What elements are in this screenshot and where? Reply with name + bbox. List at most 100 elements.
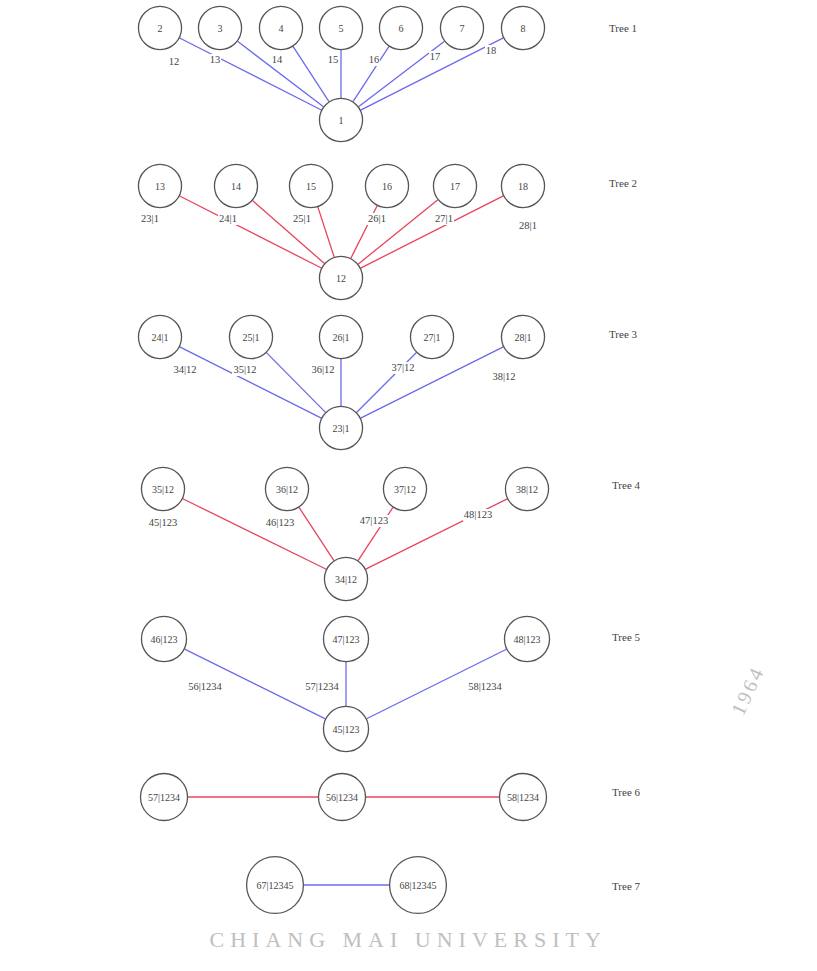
edge-label: 36|12 bbox=[310, 364, 335, 376]
vine-node: 6 bbox=[379, 6, 423, 50]
vine-node: 7 bbox=[440, 6, 484, 50]
node-label: 1 bbox=[339, 115, 344, 126]
vine-edge bbox=[304, 884, 389, 885]
edge-label: 28|1 bbox=[518, 220, 538, 232]
node-label: 7 bbox=[460, 23, 465, 34]
vine-edge bbox=[366, 796, 499, 797]
node-label: 17 bbox=[450, 181, 460, 192]
vine-node: 25|1 bbox=[229, 315, 273, 359]
node-label: 48|123 bbox=[513, 634, 540, 645]
vine-edge bbox=[293, 46, 329, 101]
vine-edge bbox=[180, 38, 322, 110]
vine-node: 56|1234 bbox=[318, 773, 366, 821]
node-label: 25|1 bbox=[242, 332, 259, 343]
node-label: 6 bbox=[399, 23, 404, 34]
vine-edge bbox=[366, 499, 508, 569]
vine-node: 38|12 bbox=[505, 467, 549, 511]
tree-title: Tree 6 bbox=[612, 786, 640, 798]
vine-edge bbox=[183, 499, 327, 570]
edge-label: 47|123 bbox=[359, 515, 389, 527]
vine-node: 27|1 bbox=[410, 315, 454, 359]
node-label: 27|1 bbox=[423, 332, 440, 343]
tree-title: Tree 4 bbox=[612, 479, 640, 491]
edge-label: 45|123 bbox=[148, 517, 178, 529]
tree-title: Tree 7 bbox=[612, 880, 640, 892]
vine-node: 36|12 bbox=[265, 467, 309, 511]
node-label: 38|12 bbox=[516, 484, 538, 495]
vine-edge bbox=[180, 196, 322, 268]
node-label: 8 bbox=[521, 23, 526, 34]
edge-label: 23|1 bbox=[140, 213, 160, 225]
vine-node: 5 bbox=[319, 6, 363, 50]
vine-edge bbox=[358, 200, 438, 264]
vine-node: 1 bbox=[319, 98, 363, 142]
vine-edge bbox=[358, 507, 393, 560]
vine-node: 47|123 bbox=[323, 616, 369, 662]
edge-label: 56|1234 bbox=[187, 681, 223, 693]
node-label: 36|12 bbox=[276, 484, 298, 495]
node-label: 13 bbox=[155, 181, 165, 192]
vine-node: 68|12345 bbox=[389, 856, 447, 914]
node-label: 68|12345 bbox=[399, 880, 436, 891]
vine-edge bbox=[253, 200, 325, 263]
watermark-text: CHIANG MAI UNIVERSITY bbox=[210, 927, 607, 953]
edge-label: 24|1 bbox=[218, 213, 238, 225]
vine-edge bbox=[188, 796, 318, 797]
vine-node: 46|123 bbox=[141, 616, 187, 662]
node-label: 3 bbox=[218, 23, 223, 34]
vine-node: 15 bbox=[289, 164, 333, 208]
vine-node: 67|12345 bbox=[246, 856, 304, 914]
vine-node: 23|1 bbox=[319, 406, 363, 450]
edge-label: 12 bbox=[168, 56, 181, 68]
vine-node: 2 bbox=[138, 6, 182, 50]
node-label: 35|12 bbox=[152, 484, 174, 495]
edge-label: 34|12 bbox=[172, 364, 197, 376]
edge-label: 37|12 bbox=[390, 362, 415, 374]
edge-label: 27|1 bbox=[434, 213, 454, 225]
vine-node: 14 bbox=[214, 164, 258, 208]
node-label: 46|123 bbox=[150, 634, 177, 645]
node-label: 23|1 bbox=[332, 423, 349, 434]
node-label: 16 bbox=[382, 181, 392, 192]
edge-label: 16 bbox=[368, 54, 381, 66]
tree-title: Tree 3 bbox=[609, 328, 637, 340]
edge-label: 14 bbox=[271, 54, 284, 66]
node-label: 45|123 bbox=[332, 724, 359, 735]
node-label: 37|12 bbox=[394, 484, 416, 495]
node-label: 14 bbox=[231, 181, 241, 192]
node-label: 12 bbox=[336, 273, 346, 284]
vine-node: 26|1 bbox=[319, 315, 363, 359]
tree-title: Tree 1 bbox=[609, 22, 637, 34]
vine-node: 12 bbox=[319, 256, 363, 300]
node-label: 34|12 bbox=[335, 574, 357, 585]
vine-node: 3 bbox=[198, 6, 242, 50]
node-label: 56|1234 bbox=[326, 792, 358, 803]
tree-title: Tree 2 bbox=[609, 177, 637, 189]
vine-edge bbox=[353, 46, 389, 101]
node-label: 5 bbox=[339, 23, 344, 34]
vine-node: 58|1234 bbox=[499, 773, 547, 821]
vine-node: 13 bbox=[138, 164, 182, 208]
edge-label: 15 bbox=[327, 54, 340, 66]
node-label: 15 bbox=[306, 181, 316, 192]
edge-label: 48|123 bbox=[463, 509, 493, 521]
edge-label: 57|1234 bbox=[304, 681, 340, 693]
node-label: 57|1234 bbox=[148, 792, 180, 803]
vine-edge bbox=[299, 507, 334, 560]
vine-node: 48|123 bbox=[504, 616, 550, 662]
node-label: 18 bbox=[518, 181, 528, 192]
vine-node: 45|123 bbox=[323, 706, 369, 752]
vine-node: 37|12 bbox=[383, 467, 427, 511]
node-label: 4 bbox=[279, 23, 284, 34]
node-label: 26|1 bbox=[332, 332, 349, 343]
vine-edge bbox=[340, 359, 341, 406]
edge-label: 25|1 bbox=[292, 213, 312, 225]
vine-node: 17 bbox=[433, 164, 477, 208]
vine-node: 24|1 bbox=[138, 315, 182, 359]
edge-label: 17 bbox=[429, 51, 442, 63]
vine-edge bbox=[266, 353, 325, 413]
vine-node: 34|12 bbox=[324, 557, 368, 601]
vine-node: 18 bbox=[501, 164, 545, 208]
vine-node: 16 bbox=[365, 164, 409, 208]
